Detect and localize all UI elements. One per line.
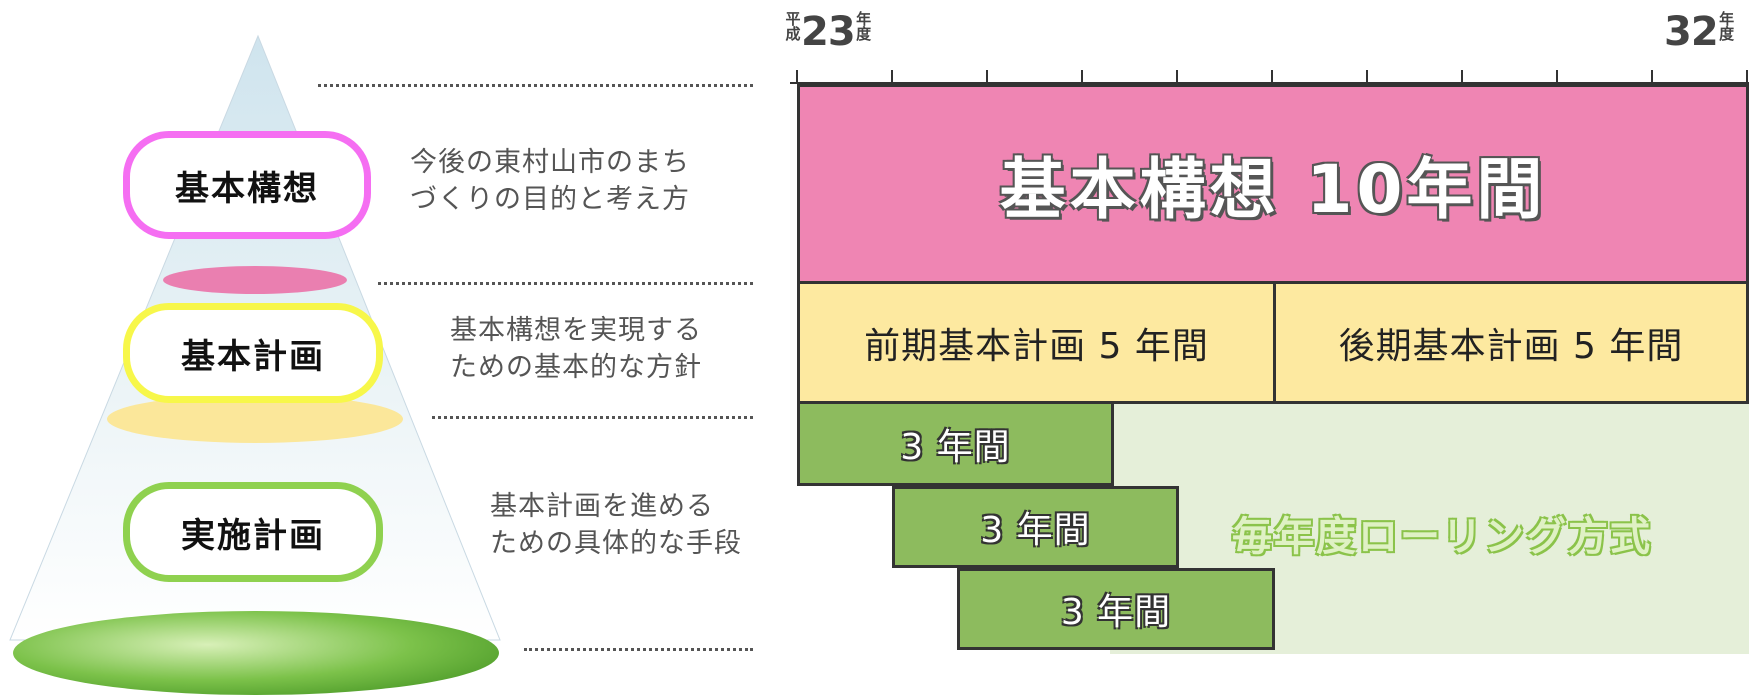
year-char: 年 <box>1719 10 1734 28</box>
tier-pill-basic-plan: 基本計画 <box>123 303 383 403</box>
implementation-plan-label-2: 3 年間 <box>980 510 1091 551</box>
basic-concept-10-years-label: 基本構想 10年間 <box>999 151 1547 228</box>
tier-desc-line: 基本計画を進める <box>490 491 714 522</box>
basic-concept-10-years-block: 基本構想 10年間 <box>797 84 1749 284</box>
concept-disc <box>163 266 347 294</box>
year-char: 度 <box>856 25 871 43</box>
year-char: 度 <box>1719 25 1734 43</box>
end-year-number: 32 <box>1664 9 1719 55</box>
tier-pill-basic-concept: 基本構想 <box>123 131 371 239</box>
separator-line <box>524 648 753 651</box>
rolling-method-label: 毎年度ローリング方式 <box>1232 514 1652 560</box>
year-char: 年 <box>856 10 871 28</box>
separator-line <box>378 282 753 285</box>
tier-desc-line: ための基本的な方針 <box>450 352 702 383</box>
year-axis <box>790 70 1749 84</box>
tier-desc-basic-concept: 今後の東村山市のまち づくりの目的と考え方 <box>410 144 690 218</box>
tier-desc-implementation-plan: 基本計画を進める ための具体的な手段 <box>490 488 742 562</box>
late-basic-plan-label: 後期基本計画 5 年間 <box>1338 325 1684 367</box>
start-year-number: 23 <box>801 9 856 55</box>
era-char: 平 <box>785 10 800 28</box>
implementation-plan-block-3: 3 年間 <box>957 568 1275 650</box>
tier-desc-basic-plan: 基本構想を実現する ための基本的な方針 <box>450 312 702 386</box>
tier-desc-line: づくりの目的と考え方 <box>410 184 690 215</box>
separator-line <box>432 416 753 419</box>
implementation-plan-block-2: 3 年間 <box>892 486 1179 568</box>
tier-desc-line: 基本構想を実現する <box>450 315 702 346</box>
plan-disc <box>107 395 403 443</box>
implementation-plan-label-3: 3 年間 <box>1060 592 1172 633</box>
early-basic-plan-label: 前期基本計画 5 年間 <box>864 325 1209 367</box>
tier-pill-implementation-plan: 実施計画 <box>123 482 383 582</box>
tier-desc-line: ための具体的な手段 <box>490 528 742 559</box>
implementation-plan-block-1: 3 年間 <box>797 404 1114 486</box>
separator-line <box>318 84 753 87</box>
early-basic-plan-block: 前期基本計画 5 年間 <box>797 284 1276 404</box>
implementation-plan-label-1: 3 年間 <box>900 426 1011 468</box>
tier-desc-line: 今後の東村山市のまち <box>410 147 690 178</box>
era-char: 成 <box>785 25 800 43</box>
end-year-label: 32年度 <box>1664 10 1735 54</box>
base-disc <box>13 611 499 695</box>
start-year-label: 平成23年度 <box>784 10 872 54</box>
late-basic-plan-block: 後期基本計画 5 年間 <box>1273 284 1749 404</box>
